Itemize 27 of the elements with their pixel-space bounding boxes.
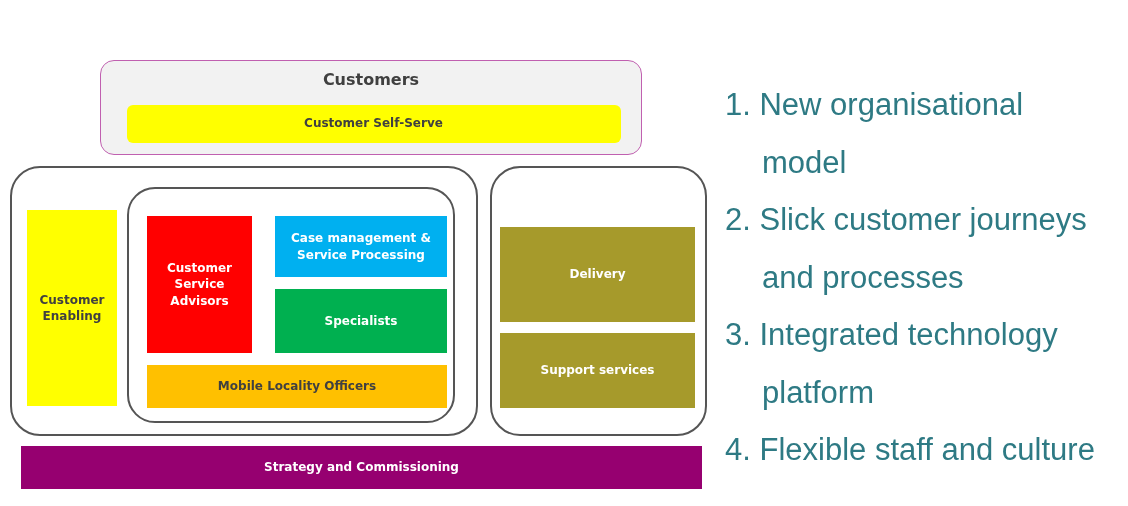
list-item: 2. Slick customer journeys and processes bbox=[725, 201, 1088, 297]
box-label: Strategy and Commissioning bbox=[263, 459, 460, 476]
process-box bbox=[500, 333, 695, 408]
group-box bbox=[10, 166, 478, 436]
process-box bbox=[275, 216, 447, 277]
box-label: Mobile Locality Officers bbox=[216, 378, 378, 395]
list-item: 3. Integrated technology platform bbox=[725, 316, 1059, 412]
process-box bbox=[147, 365, 447, 408]
group-box bbox=[100, 60, 642, 155]
process-box bbox=[500, 227, 695, 322]
process-box bbox=[147, 216, 252, 353]
box-label: Customer Self-Serve bbox=[303, 115, 444, 132]
box-label: Case management & Service Processing bbox=[290, 230, 432, 263]
box-label: Customer Enabling bbox=[38, 291, 106, 325]
process-box bbox=[126, 104, 621, 143]
box-label: Customer Service Advisors bbox=[165, 260, 233, 309]
process-box bbox=[275, 289, 447, 353]
list-item: 4. Flexible staff and culture bbox=[725, 431, 1096, 469]
list-item: 1. New organisational model bbox=[725, 86, 1025, 182]
box-label: Delivery bbox=[568, 266, 627, 283]
process-band bbox=[21, 446, 702, 489]
process-box bbox=[27, 210, 117, 406]
group-box bbox=[127, 187, 455, 423]
group-title: Customers bbox=[322, 69, 420, 91]
group-box bbox=[490, 166, 707, 436]
box-label: Specialists bbox=[323, 312, 399, 330]
box-label: Support services bbox=[539, 362, 656, 379]
